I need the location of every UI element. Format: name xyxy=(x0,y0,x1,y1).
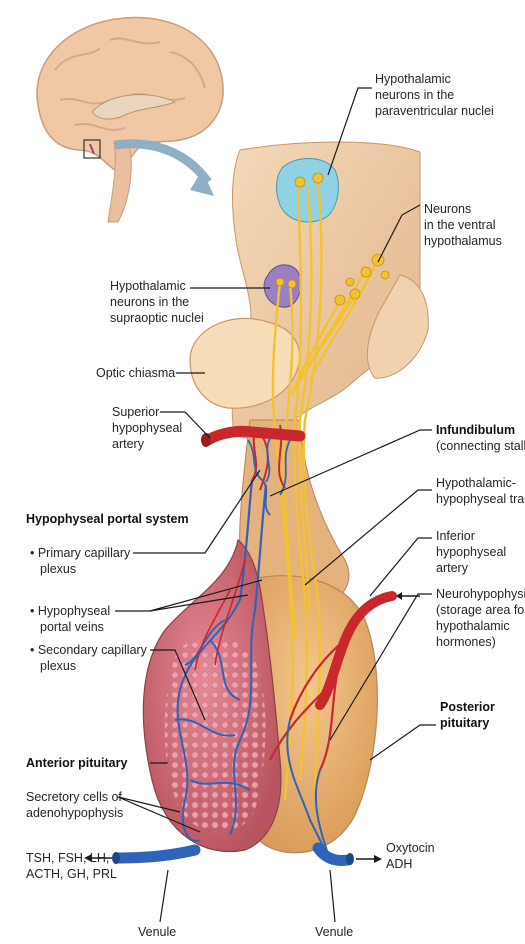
svg-text:hypothalamic: hypothalamic xyxy=(436,619,510,633)
svg-text:plexus: plexus xyxy=(40,659,76,673)
label-posterior-pituitary: Posterior pituitary xyxy=(440,700,495,730)
svg-text:paraventricular nuclei: paraventricular nuclei xyxy=(375,104,494,118)
svg-text:neurons in the: neurons in the xyxy=(375,88,454,102)
label-portal-veins: • Hypophyseal portal veins xyxy=(30,604,110,634)
svg-text:Infundibulum: Infundibulum xyxy=(436,423,515,437)
label-infundibulum: Infundibulum (connecting stalk) xyxy=(436,423,525,453)
svg-text:Posterior: Posterior xyxy=(440,700,495,714)
svg-text:• Primary capillary: • Primary capillary xyxy=(30,546,131,560)
svg-text:hypophyseal: hypophyseal xyxy=(436,545,506,559)
label-venule-right: Venule xyxy=(315,925,353,939)
svg-text:hypothalamus: hypothalamus xyxy=(424,234,502,248)
venule-left-vessel xyxy=(112,850,195,864)
svg-text:Inferior: Inferior xyxy=(436,529,475,543)
svg-text:• Hypophyseal: • Hypophyseal xyxy=(30,604,110,618)
label-secondary-plexus: • Secondary capillary plexus xyxy=(30,643,148,673)
svg-text:artery: artery xyxy=(436,561,469,575)
svg-text:Hypothalamic-: Hypothalamic- xyxy=(436,476,516,490)
brain-inset-icon xyxy=(37,18,223,222)
svg-text:plexus: plexus xyxy=(40,562,76,576)
svg-text:ACTH, GH, PRL: ACTH, GH, PRL xyxy=(26,867,117,881)
svg-text:in the ventral: in the ventral xyxy=(424,218,496,232)
svg-text:hormones): hormones) xyxy=(436,635,496,649)
label-ventral-hypothalamus: Neurons in the ventral hypothalamus xyxy=(424,202,502,248)
svg-text:Hypothalamic: Hypothalamic xyxy=(375,72,451,86)
svg-text:pituitary: pituitary xyxy=(440,716,489,730)
svg-text:TSH, FSH, LH,: TSH, FSH, LH, xyxy=(26,851,109,865)
label-anterior-pituitary: Anterior pituitary xyxy=(26,756,127,770)
label-supraoptic: Hypothalamic neurons in the supraoptic n… xyxy=(110,279,204,325)
svg-text:Secretory cells of: Secretory cells of xyxy=(26,790,122,804)
svg-text:Neurons: Neurons xyxy=(424,202,471,216)
svg-text:neurons in the: neurons in the xyxy=(110,295,189,309)
leader-venule-right xyxy=(330,870,335,922)
label-anterior-hormones: TSH, FSH, LH, ACTH, GH, PRL xyxy=(26,851,117,881)
label-neurohypophysis: Neurohypophysis (storage area for hypoth… xyxy=(436,587,525,649)
label-portal-system: Hypophyseal portal system xyxy=(26,512,189,526)
svg-text:artery: artery xyxy=(112,437,145,451)
label-optic-chiasma: Optic chiasma xyxy=(96,366,175,380)
venule-right-vessel xyxy=(318,848,354,865)
label-posterior-hormones: Oxytocin ADH xyxy=(386,841,435,871)
label-primary-plexus: • Primary capillary plexus xyxy=(30,546,131,576)
label-venule-left: Venule xyxy=(138,925,176,939)
svg-text:(connecting stalk): (connecting stalk) xyxy=(436,439,525,453)
svg-text:• Secondary capillary: • Secondary capillary xyxy=(30,643,148,657)
svg-text:(storage area for: (storage area for xyxy=(436,603,525,617)
leader-venule-left xyxy=(160,870,168,922)
svg-text:adenohypophysis: adenohypophysis xyxy=(26,806,123,820)
svg-text:hypophyseal tract: hypophyseal tract xyxy=(436,492,525,506)
svg-text:Oxytocin: Oxytocin xyxy=(386,841,435,855)
svg-text:Hypothalamic: Hypothalamic xyxy=(110,279,186,293)
svg-text:hypophyseal: hypophyseal xyxy=(112,421,182,435)
label-paraventricular: Hypothalamic neurons in the paraventricu… xyxy=(375,72,494,118)
label-secretory-cells: Secretory cells of adenohypophysis xyxy=(26,790,123,820)
svg-text:portal veins: portal veins xyxy=(40,620,104,634)
svg-text:Superior: Superior xyxy=(112,405,159,419)
label-inferior-artery: Inferior hypophyseal artery xyxy=(436,529,506,575)
svg-text:ADH: ADH xyxy=(386,857,412,871)
svg-text:supraoptic nuclei: supraoptic nuclei xyxy=(110,311,204,325)
svg-text:Neurohypophysis: Neurohypophysis xyxy=(436,587,525,601)
label-tract: Hypothalamic- hypophyseal tract xyxy=(436,476,525,506)
